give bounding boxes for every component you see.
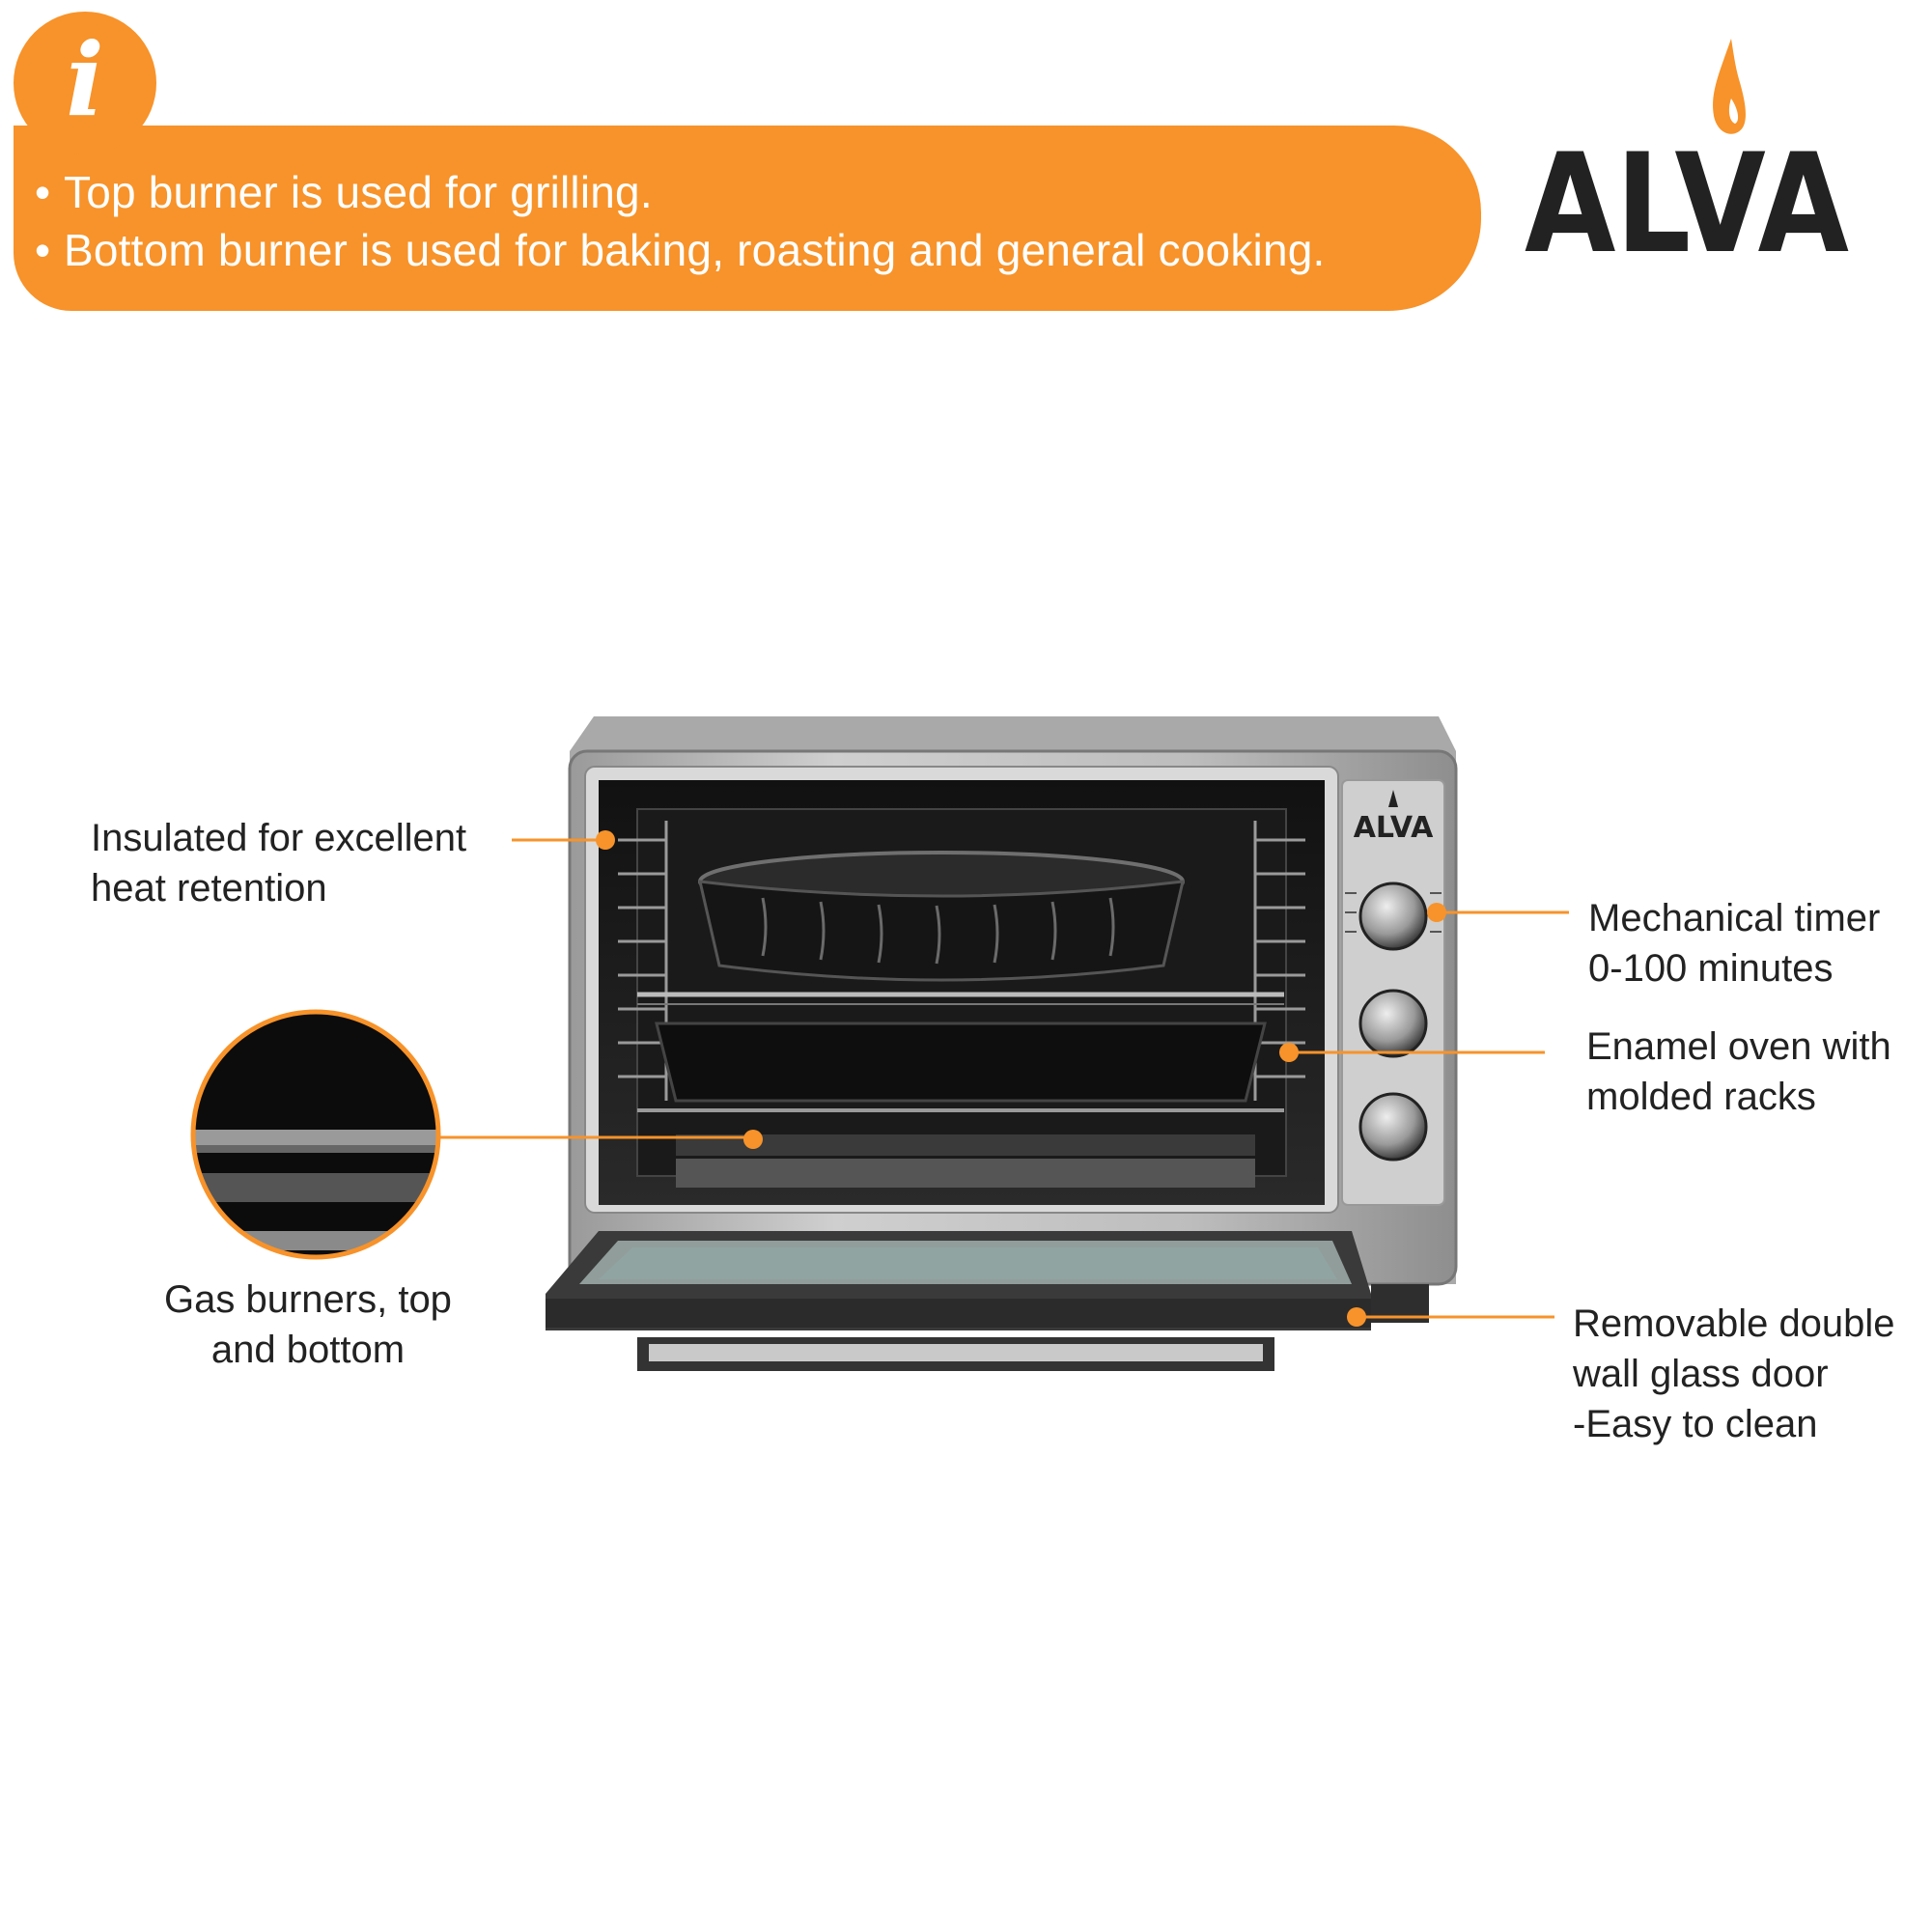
- callout-timer: Mechanical timer 0-100 minutes: [1588, 893, 1880, 994]
- annotation-dots: [596, 830, 1446, 1327]
- burner-zoom-circle: [190, 1009, 441, 1260]
- oven-badge: ALVA: [1354, 811, 1434, 845]
- timer-knob: [1358, 882, 1428, 951]
- oven-cavity: [599, 780, 1325, 1205]
- callout-door-line2: wall glass door: [1573, 1353, 1829, 1395]
- callout-door: Removable double wall glass door -Easy t…: [1573, 1299, 1895, 1449]
- info-line-baking: • Bottom burner is used for baking, roast…: [35, 224, 1326, 276]
- info-text-grilling: Top burner is used for grilling.: [64, 167, 653, 217]
- callout-enamel-line2: molded racks: [1586, 1076, 1816, 1118]
- callout-enamel-line1: Enamel oven with: [1586, 1025, 1891, 1068]
- info-icon-glyph: i: [66, 20, 104, 139]
- callout-gas-burners-line1: Gas burners, top: [164, 1278, 452, 1321]
- bullet: •: [35, 225, 51, 275]
- callout-insulated-line1: Insulated for excellent: [91, 817, 467, 859]
- oven-door: [546, 1231, 1429, 1371]
- bullet: •: [35, 167, 51, 217]
- control-panel: ALVA: [1341, 779, 1445, 1206]
- callout-gas-burners: Gas burners, top and bottom: [164, 1274, 452, 1375]
- callout-enamel: Enamel oven with molded racks: [1586, 1022, 1891, 1122]
- flame-icon: [1713, 39, 1746, 134]
- callout-gas-burners-line2: and bottom: [210, 1329, 406, 1371]
- callout-timer-line1: Mechanical timer: [1588, 897, 1881, 939]
- top-burner-knob: [1358, 989, 1428, 1058]
- callout-door-line1: Removable double: [1573, 1302, 1895, 1345]
- bottom-burner-knob: [1358, 1092, 1428, 1162]
- annotation-leaders: [439, 838, 1569, 1319]
- alva-logo: ALVA: [1525, 39, 1849, 263]
- logo-text: ALVA: [1525, 125, 1849, 263]
- info-icon: i: [14, 12, 156, 154]
- info-banner: • Top burner is used for grilling. • Botto…: [14, 126, 1481, 311]
- callout-timer-line2: 0-100 minutes: [1588, 947, 1834, 990]
- callout-insulated-line2: heat retention: [91, 867, 327, 910]
- info-line-grilling: • Top burner is used for grilling.: [35, 166, 653, 218]
- callout-door-line3: -Easy to clean: [1573, 1403, 1818, 1445]
- callout-insulated: Insulated for excellent heat retention: [91, 813, 466, 913]
- info-text-baking: Bottom burner is used for baking, roasti…: [64, 225, 1326, 275]
